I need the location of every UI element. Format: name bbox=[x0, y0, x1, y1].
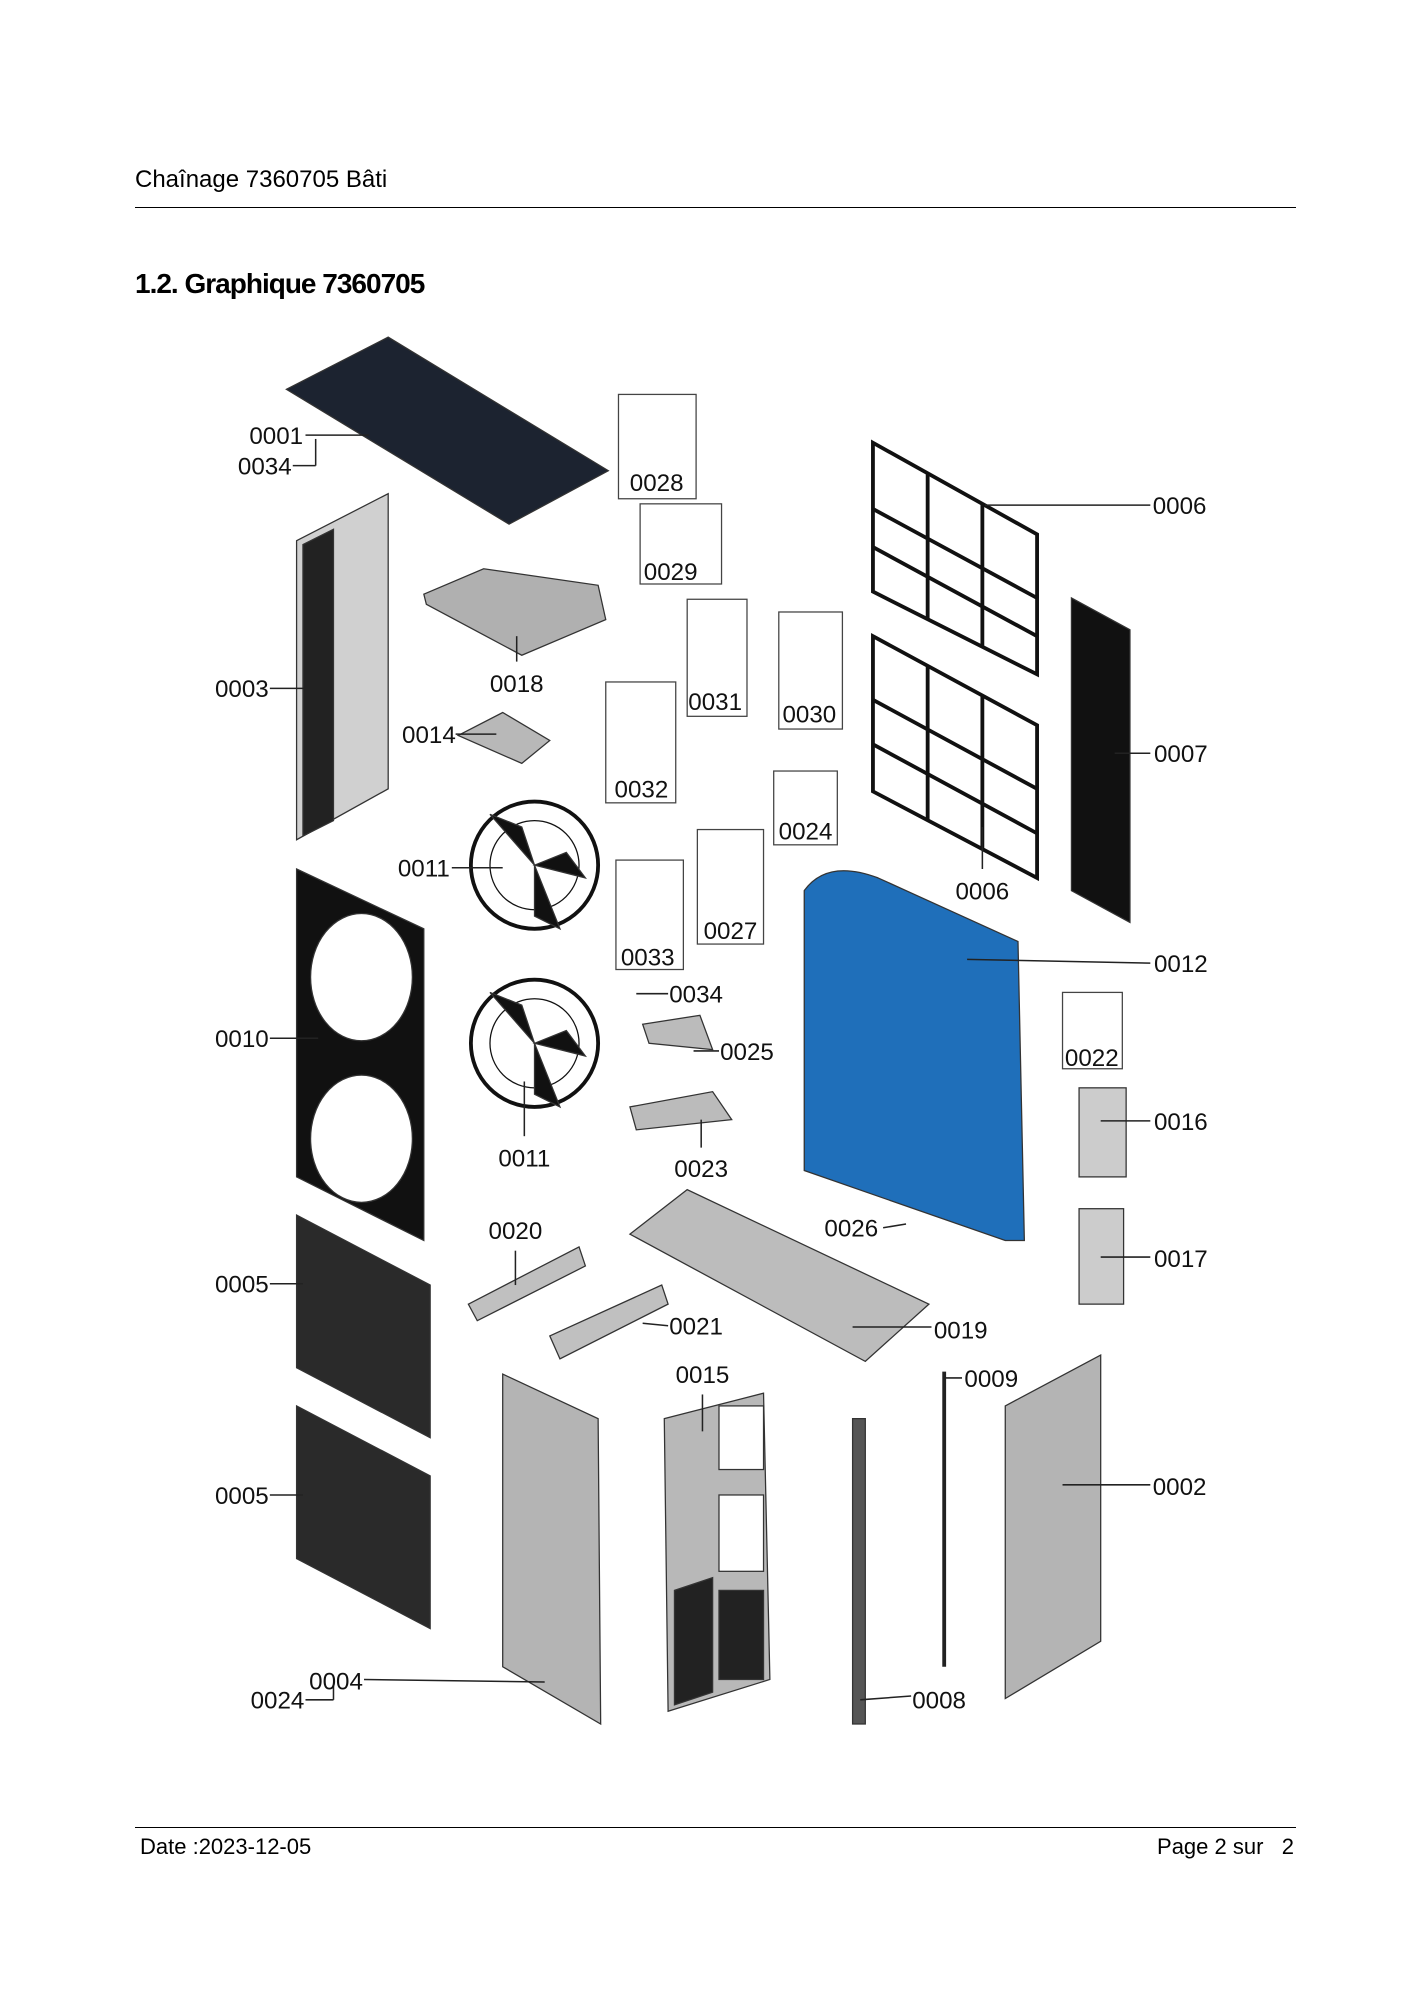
callout-label: 0007 bbox=[1154, 741, 1208, 768]
part-0011-fan-upper bbox=[468, 799, 601, 931]
callout-label: 0006 bbox=[955, 879, 1009, 906]
footer-page-number: Page 2 sur 2 bbox=[1157, 1834, 1294, 1859]
callout-label: 0010 bbox=[215, 1026, 269, 1053]
callout-label: 0005 bbox=[215, 1483, 269, 1510]
callout-label: 0023 bbox=[674, 1156, 728, 1183]
part-0015-center-panel bbox=[663, 1392, 771, 1713]
part-0001-top-panel bbox=[285, 336, 610, 525]
callout-label: 0034 bbox=[238, 454, 292, 481]
part-0010-fan-frame bbox=[295, 867, 425, 1242]
callout-label: 0015 bbox=[676, 1362, 730, 1389]
callout-label: 0029 bbox=[644, 559, 698, 586]
callout-label: 0012 bbox=[1154, 951, 1208, 978]
part-0008-bar bbox=[851, 1418, 866, 1725]
callout-label: 0028 bbox=[630, 470, 684, 497]
section-title: 1.2. Graphique 7360705 bbox=[135, 268, 425, 299]
callout-label: 0026 bbox=[824, 1216, 878, 1243]
part-0006-filter-upper bbox=[871, 439, 1039, 678]
part-0012-coil bbox=[803, 870, 1026, 1242]
part-0005-grille-upper bbox=[295, 1214, 431, 1439]
header-divider bbox=[135, 207, 1296, 208]
part-0002-side-panel bbox=[1004, 1353, 1102, 1700]
callout-label: 0001 bbox=[249, 423, 303, 450]
callout-label: 0017 bbox=[1154, 1246, 1208, 1273]
part-0014-bracket bbox=[456, 711, 551, 765]
kit-box-0031 bbox=[686, 598, 748, 717]
part-0019-base bbox=[628, 1188, 931, 1363]
kit-box-0028 bbox=[617, 393, 697, 500]
part-0006-filter-lower bbox=[871, 632, 1039, 882]
callout-label: 0034 bbox=[669, 982, 723, 1009]
callout-label: 0008 bbox=[912, 1688, 966, 1715]
callout-label: 0027 bbox=[704, 918, 758, 945]
callout-label: 0005 bbox=[215, 1272, 269, 1299]
part-0004-front-panel bbox=[502, 1373, 602, 1726]
callout-label: 0006 bbox=[1153, 493, 1207, 520]
callout-label: 0021 bbox=[669, 1314, 723, 1341]
callout-label: 0024 bbox=[251, 1688, 305, 1715]
part-0021-rail bbox=[548, 1284, 669, 1360]
part-0020-rail bbox=[467, 1245, 587, 1322]
part-0025-bracket bbox=[641, 1014, 714, 1051]
callout-label: 0032 bbox=[615, 777, 669, 804]
part-0016-box bbox=[1078, 1087, 1127, 1178]
callout-label: 0011 bbox=[498, 1146, 550, 1173]
callout-label: 0002 bbox=[1153, 1474, 1207, 1501]
callout-label: 0014 bbox=[402, 722, 456, 749]
footer-divider bbox=[135, 1827, 1296, 1828]
callout-label: 0003 bbox=[215, 676, 269, 703]
kit-box-0029 bbox=[639, 503, 723, 585]
document-header: Chaînage 7360705 Bâti bbox=[135, 166, 388, 193]
callout-labels: 0001 0034 0003 0018 0014 0011 0010 0011 … bbox=[215, 423, 1208, 1715]
kit-box-0027 bbox=[696, 828, 765, 945]
part-0005-grille-lower bbox=[295, 1404, 431, 1630]
kit-box-0024 bbox=[773, 770, 838, 846]
kit-box-0022 bbox=[1061, 991, 1123, 1070]
callout-label: 0011 bbox=[398, 856, 450, 883]
part-0023-bracket bbox=[629, 1090, 733, 1131]
part-0011-fan-lower bbox=[468, 977, 601, 1109]
kit-box-0030 bbox=[778, 611, 844, 730]
callout-label: 0022 bbox=[1065, 1045, 1119, 1072]
callout-label: 0004 bbox=[309, 1669, 363, 1696]
callout-label: 0009 bbox=[964, 1366, 1018, 1393]
part-0007-side-panel bbox=[1070, 596, 1131, 924]
callout-label: 0019 bbox=[934, 1317, 988, 1344]
callout-label: 0016 bbox=[1154, 1109, 1208, 1136]
callout-label: 0033 bbox=[621, 945, 675, 972]
callout-label: 0030 bbox=[782, 702, 836, 729]
kit-box-0032 bbox=[605, 681, 677, 804]
kit-box-0033 bbox=[615, 859, 685, 971]
callout-label: 0025 bbox=[720, 1039, 774, 1066]
callout-label: 0020 bbox=[489, 1218, 543, 1245]
callout-label: 0031 bbox=[688, 689, 742, 716]
callout-label: 0024 bbox=[779, 819, 833, 846]
callout-label: 0018 bbox=[490, 671, 544, 698]
footer-date: Date :2023-12-05 bbox=[140, 1834, 312, 1859]
part-0018-plate bbox=[423, 568, 607, 656]
